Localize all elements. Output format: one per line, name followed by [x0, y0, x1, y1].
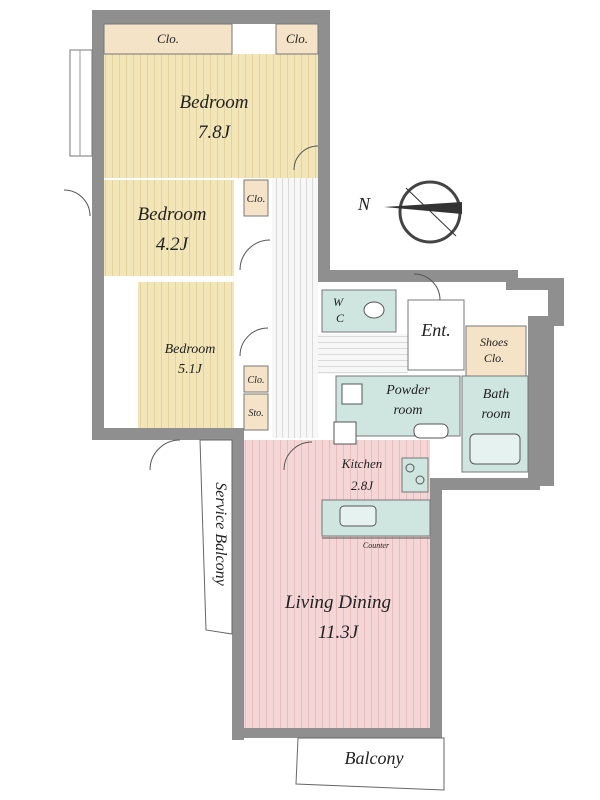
living-dining-label: Living Dining — [284, 592, 391, 613]
closet-2-label: Clo. — [286, 31, 308, 46]
entrance-floor — [407, 299, 465, 371]
storage — [243, 393, 269, 431]
outer-walls — [92, 10, 564, 740]
bedroom-3-label: Bedroom — [165, 342, 216, 357]
closet-3 — [243, 179, 269, 217]
room-labels: Bedroom 7.8J Bedroom 4.2J Bedroom 5.1J L… — [138, 31, 511, 768]
bath-room-line2: room — [481, 407, 510, 422]
hallway — [272, 178, 318, 438]
bedroom-3-size: 5.1J — [178, 362, 203, 377]
bath-room-line1: Bath — [483, 387, 509, 402]
closet-4 — [243, 365, 269, 393]
compass-north-label: N — [357, 194, 371, 214]
powder-room-line1: Powder — [385, 383, 430, 398]
bedroom-1-floor — [104, 54, 318, 178]
kitchen-stove — [401, 457, 429, 493]
closet-2 — [275, 23, 319, 55]
door-swings — [63, 145, 441, 471]
bedroom-1-label: Bedroom — [180, 92, 249, 113]
living-dining-size: 11.3J — [318, 622, 360, 643]
kitchen-size: 2.8J — [351, 478, 374, 493]
bedroom-2-floor — [104, 180, 234, 276]
wc-line2: C — [336, 311, 345, 325]
bedroom-3-floor — [138, 282, 234, 428]
compass: N — [357, 180, 462, 244]
kitchen-sink — [339, 505, 377, 527]
bedroom-1-size: 7.8J — [198, 122, 232, 143]
closet-3-label: Clo. — [247, 193, 266, 205]
closet-4-label: Clo. — [248, 375, 265, 386]
entry-hall — [318, 334, 408, 374]
service-balcony-label: Service Balcony — [212, 482, 229, 586]
service-balcony — [199, 439, 233, 635]
wc-line1: W — [333, 295, 344, 309]
shoes-closet-line1: Shoes — [480, 335, 508, 349]
closet-1 — [103, 23, 233, 55]
kitchen-label: Kitchen — [341, 456, 382, 471]
counter-label: Counter — [363, 541, 390, 550]
shoes-closet-line2: Clo. — [484, 351, 504, 365]
compass-arrow-icon — [384, 202, 462, 214]
storage-label: Sto. — [248, 408, 263, 419]
bedroom-2-label: Bedroom — [138, 204, 207, 225]
balcony-label: Balcony — [345, 748, 404, 768]
bay-window — [69, 49, 93, 157]
bedroom-2-size: 4.2J — [156, 234, 190, 255]
entrance-label: Ent. — [420, 320, 451, 340]
powder-room-line2: room — [393, 403, 422, 418]
closet-1-label: Clo. — [157, 31, 179, 46]
balcony — [295, 737, 445, 791]
